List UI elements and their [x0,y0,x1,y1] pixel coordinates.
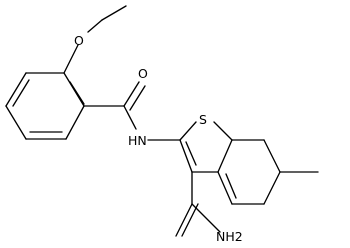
ethoxy-group [63,5,127,74]
ether-oxygen-label: O [74,33,84,48]
carboxamide-group [175,171,221,237]
cyclohexene-ring [217,139,319,205]
amide-nh2-label: NH2 [216,229,243,244]
benzamide-linker [83,81,181,141]
carbonyl-oxygen-label: O [138,66,148,81]
benzene-ring [5,72,85,140]
amide-nh-label: HN [128,133,147,148]
thiophene-ring [179,121,233,173]
thiophene-sulfur-label: S [199,112,207,127]
